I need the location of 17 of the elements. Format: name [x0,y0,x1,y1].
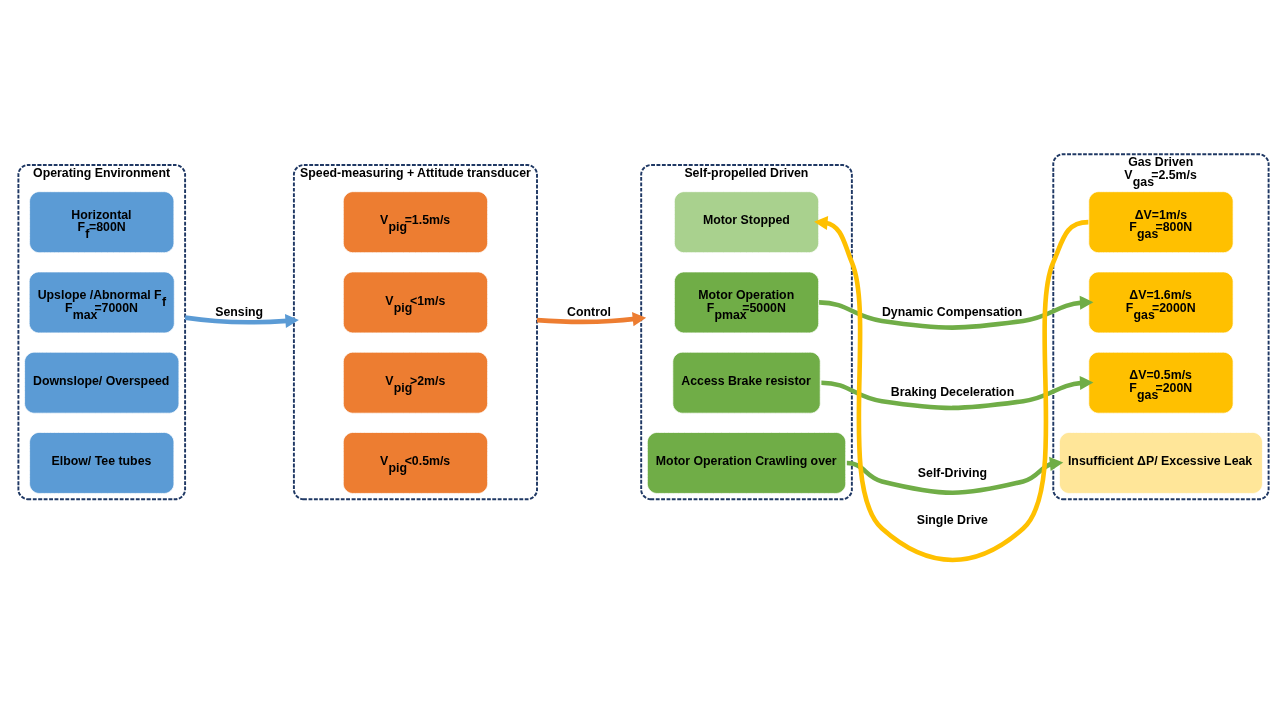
edge-label: Single Drive [916,512,988,527]
edge-label: Sensing [215,305,264,320]
node-box: Downslope/ Overspeed [24,351,180,414]
edge-label: Braking Deceleration [890,385,1015,400]
node-box: Elbow/ Tee tubes [29,432,175,494]
node-box: Motor Stopped [674,191,820,254]
edge-label: Control [567,305,611,320]
node-box: Insufficient ΔP/ Excessive Leak [1059,432,1263,494]
arrow [184,313,299,329]
arrow [818,295,1094,330]
arrow [536,312,647,327]
edge-label: Dynamic Compensation [881,305,1023,320]
edge-label: Self-Driving [917,465,988,480]
node-box: Access Brake resistor [672,351,821,414]
node-box: Motor Operation Crawling over [646,432,847,494]
arrow [821,375,1094,411]
arrow [846,456,1064,496]
